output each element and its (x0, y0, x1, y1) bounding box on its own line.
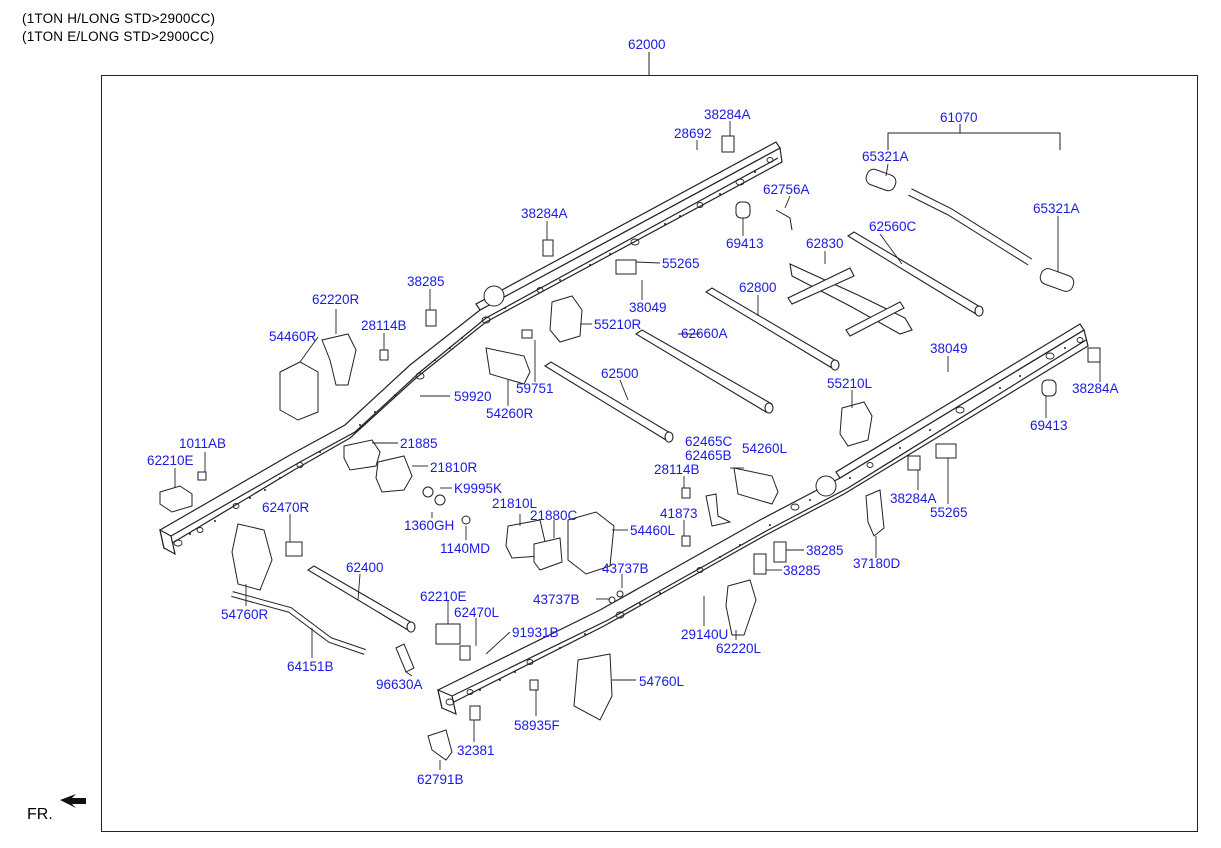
part-label-38285-3[interactable]: 38285 (783, 563, 821, 578)
part-label-62470L[interactable]: 62470L (454, 605, 500, 620)
part-label-55210L[interactable]: 55210L (827, 376, 873, 391)
part-label-38284A-4[interactable]: 38284A (890, 491, 937, 506)
part-label-38284A-3[interactable]: 38284A (1072, 381, 1119, 396)
part-label-28114B[interactable]: 28114B (361, 318, 407, 333)
part-label-32381[interactable]: 32381 (457, 743, 495, 758)
part-label-96630A[interactable]: 96630A (376, 677, 423, 692)
part-label-21885[interactable]: 21885 (400, 436, 438, 451)
part-label-38284A[interactable]: 38284A (704, 107, 751, 122)
part-label-1360GH[interactable]: 1360GH (404, 518, 455, 533)
part-label-21810L[interactable]: 21810L (492, 496, 538, 511)
part-label-38285-2[interactable]: 38285 (806, 543, 844, 558)
part-label-38049[interactable]: 38049 (629, 300, 667, 315)
right-frame-rail (159, 141, 783, 556)
part-label-62830[interactable]: 62830 (806, 236, 844, 251)
part-label-37180D[interactable]: 37180D (853, 556, 901, 571)
part-label-62400[interactable]: 62400 (346, 560, 384, 575)
part-label-55265-2[interactable]: 55265 (930, 505, 968, 520)
part-label-K9995K[interactable]: K9995K (454, 481, 503, 496)
part-label-54260R[interactable]: 54260R (486, 406, 534, 421)
part-label-62756A[interactable]: 62756A (763, 182, 810, 197)
part-label-28692[interactable]: 28692 (674, 126, 712, 141)
part-label-54260L[interactable]: 54260L (742, 441, 788, 456)
part-label-65321A-2[interactable]: 65321A (1033, 201, 1080, 216)
front-direction-label: FR. (27, 806, 53, 823)
part-label-61070[interactable]: 61070 (940, 110, 978, 125)
part-label-62560C[interactable]: 62560C (869, 219, 917, 234)
part-label-41873[interactable]: 41873 (660, 506, 698, 521)
left-frame-rail (437, 323, 1089, 716)
part-label-58935F[interactable]: 58935F (514, 718, 560, 733)
part-label-65321A[interactable]: 65321A (862, 149, 909, 164)
part-label-64151B[interactable]: 64151B (287, 659, 334, 674)
part-label-62220R[interactable]: 62220R (312, 292, 360, 307)
part-label-62465B[interactable]: 62465B (685, 448, 732, 463)
part-label-38284A-2[interactable]: 38284A (521, 206, 568, 221)
part-label-62210E-2[interactable]: 62210E (420, 589, 467, 604)
part-label-91931B[interactable]: 91931B (512, 625, 559, 640)
part-label-62470R[interactable]: 62470R (262, 500, 310, 515)
part-label-62791B[interactable]: 62791B (417, 772, 464, 787)
model-line-2: (1TON E/LONG STD>2900CC) (22, 29, 215, 44)
part-label-59751[interactable]: 59751 (516, 381, 554, 396)
part-label-62220L[interactable]: 62220L (716, 641, 762, 656)
part-label-1011AB[interactable]: 1011AB (179, 436, 227, 451)
part-label-54760L[interactable]: 54760L (639, 674, 685, 689)
part-label-1140MD[interactable]: 1140MD (440, 541, 491, 556)
diagram-frame (101, 75, 1198, 832)
part-label-29140U[interactable]: 29140U (681, 627, 729, 642)
model-line-1: (1TON H/LONG STD>2900CC) (22, 11, 216, 26)
part-label-62660A[interactable]: 62660A (681, 326, 728, 341)
part-label-21810R[interactable]: 21810R (430, 460, 478, 475)
part-label-62800[interactable]: 62800 (739, 280, 777, 295)
part-label-62500[interactable]: 62500 (601, 366, 639, 381)
part-label-59920[interactable]: 59920 (454, 389, 492, 404)
part-label-54460L[interactable]: 54460L (630, 523, 676, 538)
part-label-62210E[interactable]: 62210E (147, 453, 194, 468)
part-label-62000[interactable]: 62000 (628, 37, 666, 52)
part-label-43737B[interactable]: 43737B (602, 561, 649, 576)
part-label-28114B-2[interactable]: 28114B (654, 462, 700, 477)
part-label-54760R[interactable]: 54760R (221, 607, 269, 622)
part-label-55265[interactable]: 55265 (662, 256, 700, 271)
part-label-69413[interactable]: 69413 (726, 236, 764, 251)
part-label-38285[interactable]: 38285 (407, 274, 445, 289)
part-label-43737B-2[interactable]: 43737B (533, 592, 580, 607)
part-label-38049-2[interactable]: 38049 (930, 341, 968, 356)
part-label-55210R[interactable]: 55210R (594, 317, 642, 332)
part-label-54460R[interactable]: 54460R (269, 329, 317, 344)
front-arrow-icon (60, 794, 86, 808)
part-label-69413-2[interactable]: 69413 (1030, 418, 1068, 433)
part-label-21880C[interactable]: 21880C (530, 508, 578, 523)
part-label-62465C[interactable]: 62465C (685, 434, 733, 449)
